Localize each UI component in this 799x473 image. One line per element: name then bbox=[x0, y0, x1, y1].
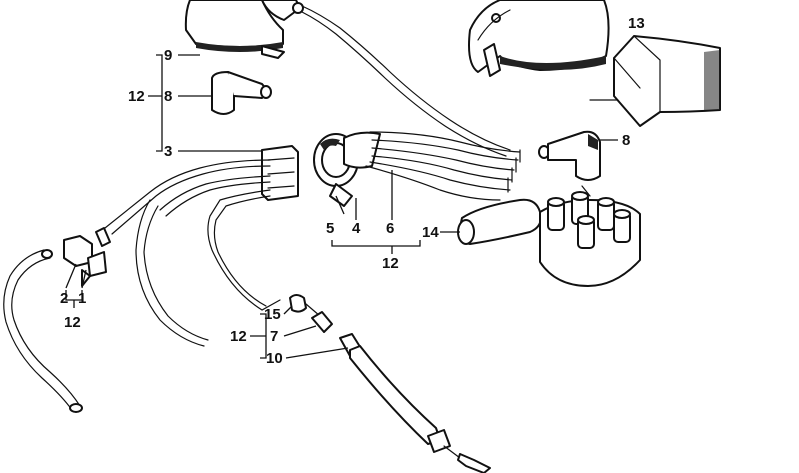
plug-connector-left bbox=[211, 71, 272, 115]
distributor-cover-top-right bbox=[468, 0, 610, 77]
callout-12-middle: 12 bbox=[382, 255, 399, 272]
distributor-cap-right bbox=[539, 185, 641, 287]
cable-bundle-left bbox=[95, 159, 281, 347]
callout-6: 6 bbox=[386, 220, 394, 237]
shield-cover-13 bbox=[589, 35, 721, 127]
cable-holder-3 bbox=[261, 145, 299, 201]
callout-5: 5 bbox=[326, 220, 334, 237]
ignition-cable-long bbox=[301, 5, 511, 157]
callout-8-left: 8 bbox=[164, 88, 172, 105]
callout-12-bottom: 12 bbox=[230, 328, 247, 345]
callout-3: 3 bbox=[164, 143, 172, 160]
leader-lines bbox=[65, 54, 618, 359]
callout-9: 9 bbox=[164, 47, 172, 64]
distributor-cap-top-left bbox=[184, 0, 304, 59]
vacuum-hose-left bbox=[3, 249, 83, 413]
callout-7: 7 bbox=[270, 328, 278, 345]
callout-13: 13 bbox=[628, 15, 645, 32]
plug-connector-right bbox=[538, 130, 601, 181]
callout-12-left: 12 bbox=[64, 314, 81, 331]
clip-and-bracket bbox=[63, 235, 107, 287]
callout-14: 14 bbox=[422, 224, 439, 241]
wire-harness-4-6 bbox=[343, 131, 521, 201]
sleeve-14 bbox=[457, 198, 542, 245]
callout-2: 2 bbox=[60, 290, 68, 307]
callout-12-top: 12 bbox=[128, 88, 145, 105]
callout-1: 1 bbox=[78, 290, 86, 307]
ignition-wire-10 bbox=[289, 294, 491, 473]
callout-4: 4 bbox=[352, 220, 361, 237]
callout-labels: 9 8 12 3 13 8 5 4 6 14 12 2 1 12 15 12 7… bbox=[60, 15, 645, 367]
callout-8-right: 8 bbox=[622, 132, 630, 149]
callout-15: 15 bbox=[264, 306, 281, 323]
callout-10: 10 bbox=[266, 350, 283, 367]
